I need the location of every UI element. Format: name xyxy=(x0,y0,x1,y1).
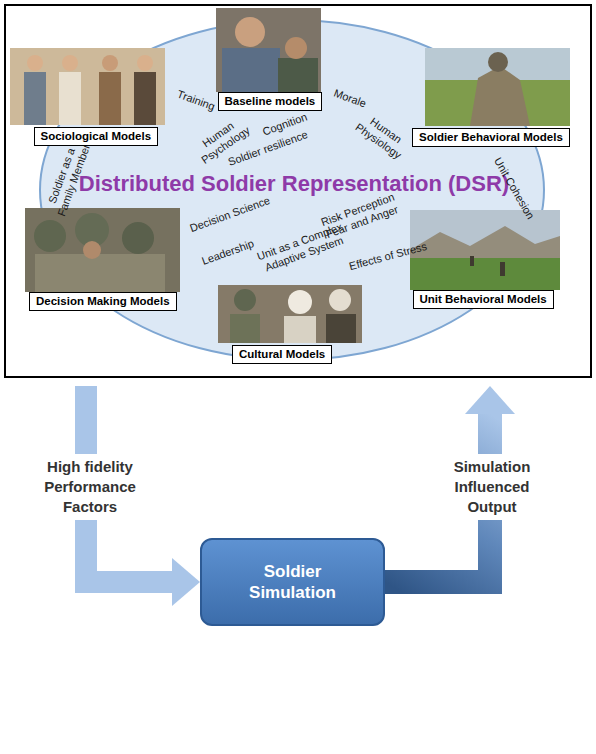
model-label-text: Sociological Models xyxy=(41,129,152,144)
photo-figure xyxy=(62,55,78,71)
diagram-heading: Distributed Soldier Representation (DSR) xyxy=(64,171,524,197)
process-box: Soldier Simulation xyxy=(200,538,385,626)
model-label-text: Soldier Behavioral Models xyxy=(419,130,563,145)
photo-figure xyxy=(134,72,156,125)
cultural-photo xyxy=(218,285,362,343)
photo-figure xyxy=(329,289,351,311)
photo-figure xyxy=(83,241,101,259)
photo-figure xyxy=(230,314,260,343)
unit-photo xyxy=(410,210,560,290)
photo-figure xyxy=(59,72,81,125)
photo-figure xyxy=(122,222,154,254)
photo-figure xyxy=(285,37,307,59)
photo-figure xyxy=(102,55,118,71)
photo-bg xyxy=(25,208,180,292)
decision-photo xyxy=(25,208,180,292)
photo-figure xyxy=(27,55,43,71)
photo-bg xyxy=(10,48,165,125)
model-label: Decision Making Models xyxy=(29,292,177,311)
photo-figure xyxy=(500,262,505,276)
photo-figure xyxy=(284,316,316,343)
photo-figure xyxy=(326,314,356,343)
photo-figure xyxy=(137,55,153,71)
model-label: Baseline models xyxy=(218,92,323,111)
arrow-head xyxy=(465,386,515,414)
photo-figure xyxy=(34,220,66,252)
sociological-photo xyxy=(10,48,165,125)
edge-label: High fidelity Performance Factors xyxy=(28,454,152,520)
photo-bg xyxy=(218,285,362,343)
photo-field xyxy=(410,258,560,290)
photo-figure xyxy=(278,58,318,92)
photo-mountains xyxy=(410,226,560,262)
photo-figure xyxy=(470,256,474,266)
model-label-text: Decision Making Models xyxy=(36,294,170,309)
model-label-text: Cultural Models xyxy=(239,347,325,362)
process-label: Soldier Simulation xyxy=(242,561,343,603)
model-label-text: Unit Behavioral Models xyxy=(420,292,547,307)
photo-figure xyxy=(488,52,508,72)
arrow-head xyxy=(172,558,200,606)
photo-figure xyxy=(288,290,312,314)
model-label-text: Baseline models xyxy=(225,94,316,109)
model-label: Soldier Behavioral Models xyxy=(412,128,570,147)
photo-figure xyxy=(234,289,256,311)
baseline-photo xyxy=(216,8,321,92)
edge-label: Simulation Influenced Output xyxy=(436,454,548,520)
photo-figure xyxy=(24,72,46,125)
photo-figure xyxy=(470,66,530,126)
soldier-photo xyxy=(425,48,570,126)
photo-bg xyxy=(216,8,321,92)
model-label: Cultural Models xyxy=(232,345,332,364)
photo-figure xyxy=(35,254,165,292)
model-label: Sociological Models xyxy=(34,127,159,146)
photo-figure xyxy=(99,72,121,125)
model-label: Unit Behavioral Models xyxy=(413,290,554,309)
photo-figure xyxy=(222,48,280,92)
photo-bg xyxy=(410,210,560,290)
photo-bg xyxy=(425,48,570,126)
photo-figure xyxy=(235,17,265,47)
